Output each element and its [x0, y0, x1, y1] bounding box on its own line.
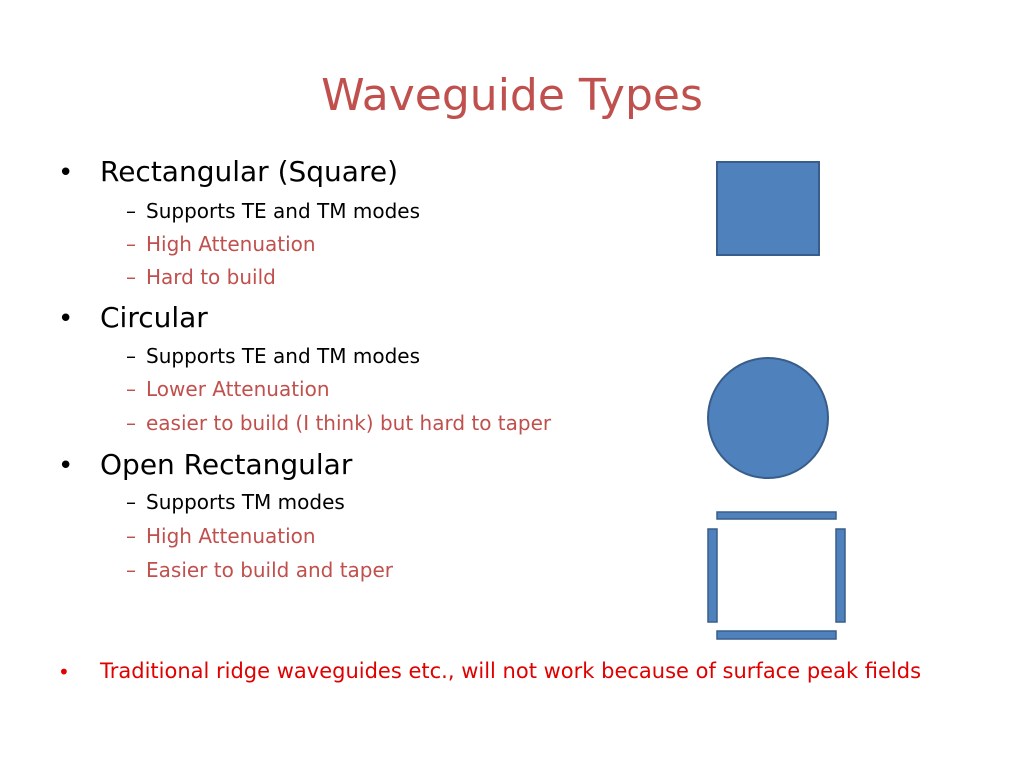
item-circ-modes: Supports TE and TM modes	[146, 344, 421, 368]
dash-marker: –	[126, 232, 136, 256]
bullet-marker: •	[58, 158, 74, 188]
section-heading-open-rectangular: Open Rectangular	[100, 448, 353, 481]
dash-marker: –	[126, 411, 136, 435]
bullet-marker: •	[58, 304, 74, 334]
square-waveguide-shape	[716, 161, 820, 256]
bullet-marker: •	[58, 451, 74, 481]
item-circ-attenuation: Lower Attenuation	[146, 377, 330, 401]
dash-marker: –	[126, 558, 136, 582]
bullet-marker: •	[58, 660, 70, 684]
item-rect-modes: Supports TE and TM modes	[146, 199, 421, 223]
dash-marker: –	[126, 265, 136, 289]
dash-marker: –	[126, 490, 136, 514]
slide-title: Waveguide Types	[321, 70, 703, 121]
item-open-build: Easier to build and taper	[146, 558, 394, 582]
item-circ-build: easier to build (I think) but hard to ta…	[146, 411, 552, 435]
open-rectangular-waveguide-shape	[707, 511, 846, 640]
note-text: Traditional ridge waveguides etc., will …	[100, 659, 922, 683]
item-open-attenuation: High Attenuation	[146, 524, 316, 548]
dash-marker: –	[126, 344, 136, 368]
open-waveguide-bottom-plate	[716, 630, 837, 640]
dash-marker: –	[126, 524, 136, 548]
item-rect-build: Hard to build	[146, 265, 276, 289]
circular-waveguide-shape	[707, 357, 829, 479]
open-waveguide-left-plate	[707, 528, 718, 623]
section-heading-circular: Circular	[100, 301, 208, 334]
item-rect-attenuation: High Attenuation	[146, 232, 316, 256]
open-waveguide-right-plate	[835, 528, 846, 623]
item-open-modes: Supports TM modes	[146, 490, 345, 514]
dash-marker: –	[126, 377, 136, 401]
section-heading-rectangular: Rectangular (Square)	[100, 155, 398, 188]
dash-marker: –	[126, 199, 136, 223]
open-waveguide-top-plate	[716, 511, 837, 520]
